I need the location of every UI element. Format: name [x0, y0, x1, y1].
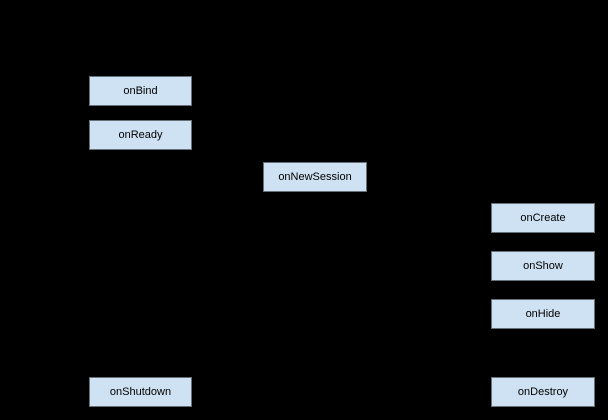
node-label: onShow	[523, 259, 563, 272]
diagram-node-ondestroy: onDestroy	[491, 377, 595, 407]
diagram-node-onbind: onBind	[89, 76, 192, 106]
diagram-node-oncreate: onCreate	[491, 203, 595, 233]
diagram-node-onhide: onHide	[491, 299, 595, 329]
node-label: onCreate	[520, 211, 566, 224]
node-label: onDestroy	[517, 385, 569, 398]
diagram-node-onshutdown: onShutdown	[89, 377, 192, 407]
diagram-node-onnewsession: onNewSession	[263, 162, 367, 192]
node-label: onNewSession	[278, 170, 352, 183]
diagram-node-onshow: onShow	[491, 251, 595, 281]
node-label: onHide	[525, 307, 561, 320]
diagram-node-onready: onReady	[89, 120, 192, 150]
node-label: onBind	[123, 84, 158, 97]
node-label: onShutdown	[109, 385, 172, 398]
node-label: onReady	[118, 128, 163, 141]
